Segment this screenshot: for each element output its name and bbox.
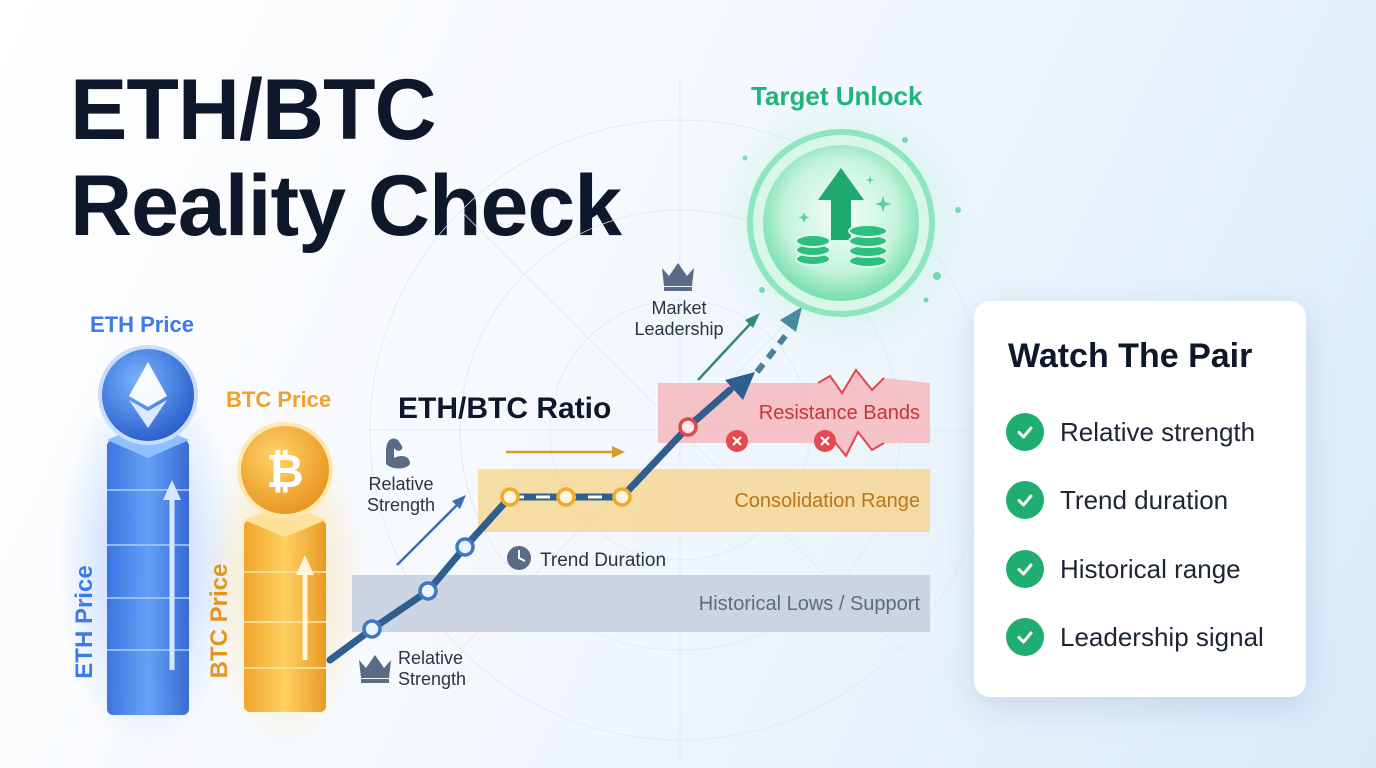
checklist-item: Leadership signal — [1006, 617, 1264, 657]
checklist-item: Trend duration — [1006, 480, 1228, 520]
btc-tower — [244, 503, 326, 712]
checklist-item-label: Trend duration — [1060, 484, 1229, 515]
eth-vertical-label: ETH Price — [71, 565, 98, 679]
target-unlock-icon — [742, 129, 961, 317]
ethereum-icon — [98, 345, 198, 445]
consolidation-band-label: Consolidation Range — [734, 490, 920, 512]
resistance-band-label: Resistance Bands — [758, 402, 920, 424]
checklist-item: Relative strength — [1006, 412, 1255, 452]
checklist-item-label: Relative strength — [1060, 416, 1256, 447]
rejection-icon — [814, 430, 836, 452]
crown-icon — [359, 655, 391, 683]
ratio-path — [326, 386, 734, 664]
check-icon — [1006, 481, 1044, 519]
page-title: ETH/BTC Reality Check — [70, 62, 622, 254]
support-band-label: Historical Lows / Support — [698, 593, 920, 615]
check-icon — [1006, 413, 1044, 451]
strength-icon — [386, 438, 410, 469]
market-leadership-label: Market Leadership — [634, 298, 724, 339]
eth-tower — [107, 422, 189, 715]
check-icon — [1006, 618, 1044, 656]
rejection-icon — [726, 430, 748, 452]
crown-icon — [662, 263, 694, 291]
clock-icon — [507, 546, 531, 570]
btc-price-label: BTC Price — [226, 387, 332, 412]
title-line-1: ETH/BTC — [70, 62, 437, 158]
bitcoin-icon: ₿ — [237, 422, 333, 518]
relative-strength-lower-label: Relative Strength — [398, 648, 467, 689]
eth-price-label: ETH Price — [90, 312, 194, 337]
target-unlock-label: Target Unlock — [751, 81, 923, 111]
svg-text:₿: ₿ — [266, 444, 304, 498]
checklist-item-label: Historical range — [1060, 553, 1241, 584]
trend-duration-label: Trend Duration — [540, 550, 667, 571]
checklist-item-label: Leadership signal — [1060, 621, 1264, 652]
title-line-2: Reality Check — [70, 158, 622, 254]
path-nodes — [362, 417, 698, 639]
check-icon — [1006, 550, 1044, 588]
relative-strength-upper-label: Relative Strength — [366, 474, 436, 515]
ratio-label: ETH/BTC Ratio — [398, 392, 612, 425]
checklist-item: Historical range — [1006, 549, 1241, 589]
btc-vertical-label: BTC Price — [206, 563, 233, 679]
support-band — [352, 575, 930, 632]
panel-heading: Watch The Pair — [1008, 337, 1253, 375]
watch-panel: Watch The Pair Relative strength Trend d… — [974, 301, 1306, 697]
